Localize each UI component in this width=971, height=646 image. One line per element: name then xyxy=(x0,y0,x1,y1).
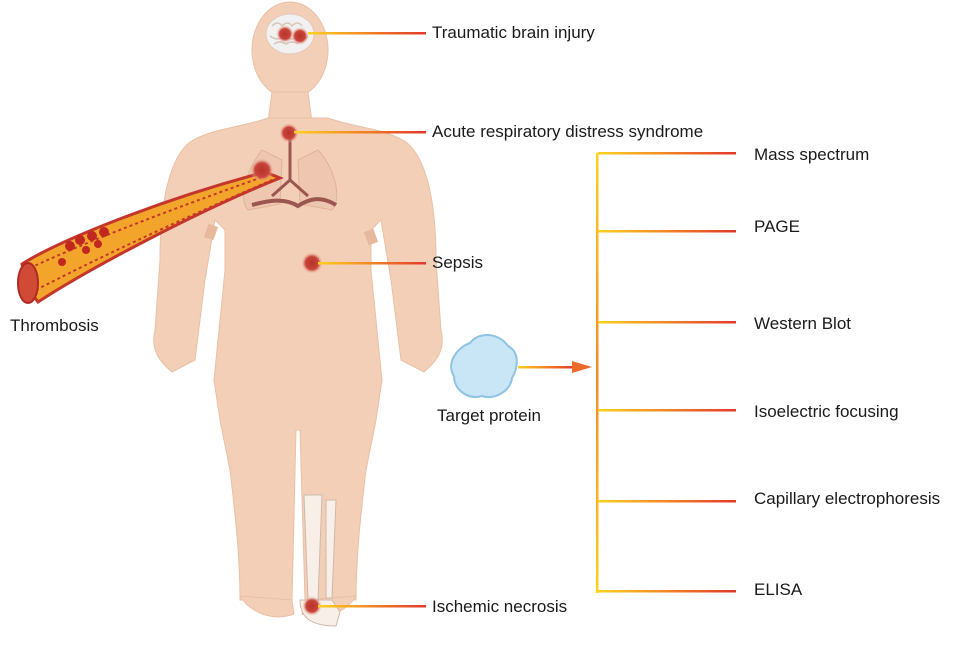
label-target-protein: Target protein xyxy=(437,406,541,426)
lesion-lung xyxy=(250,158,274,182)
label-ischemic-necrosis: Ischemic necrosis xyxy=(432,597,567,617)
human-body xyxy=(154,2,443,626)
label-method-isoelectric-focusing: Isoelectric focusing xyxy=(754,402,899,422)
label-sepsis: Sepsis xyxy=(432,253,483,273)
label-acute-respiratory-distress-syndrome: Acute respiratory distress syndrome xyxy=(432,122,703,142)
label-thrombosis: Thrombosis xyxy=(10,316,99,336)
label-method-western-blot: Western Blot xyxy=(754,314,851,334)
label-method-page: PAGE xyxy=(754,217,800,237)
label-traumatic-brain-injury: Traumatic brain injury xyxy=(432,23,595,43)
lesion-brain-2 xyxy=(291,27,309,45)
label-method-elisa: ELISA xyxy=(754,580,802,600)
label-method-mass-spectrum: Mass spectrum xyxy=(754,145,869,165)
label-method-capillary-electrophoresis: Capillary electrophoresis xyxy=(754,489,940,509)
target-protein-illustration xyxy=(451,335,592,397)
method-tree xyxy=(596,152,736,593)
